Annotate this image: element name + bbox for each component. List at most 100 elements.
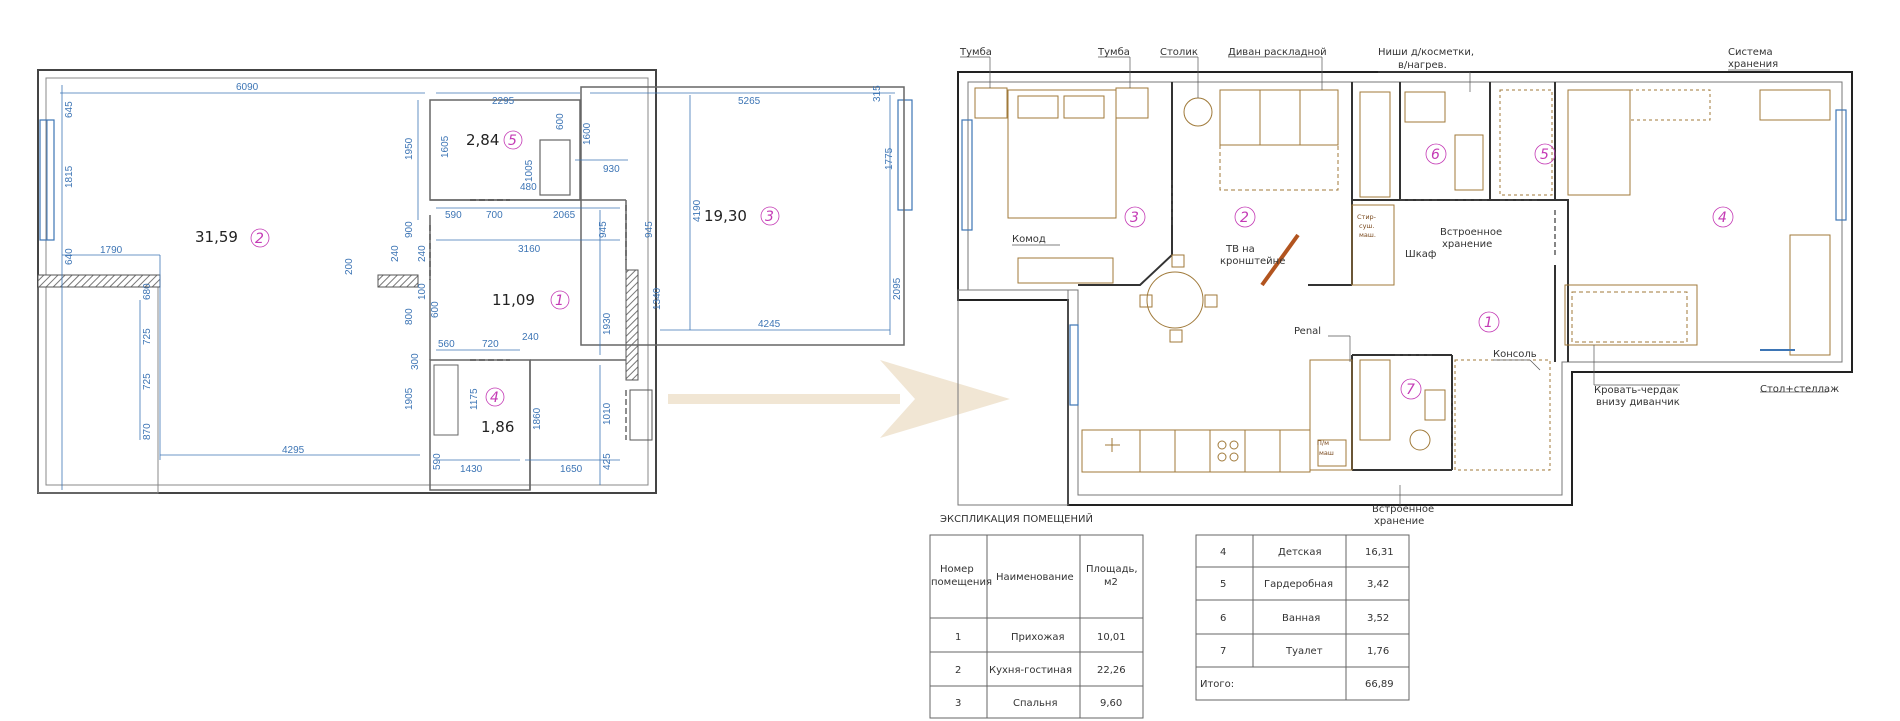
svg-text:Стир-: Стир- — [1357, 213, 1377, 221]
balcony — [957, 289, 1069, 506]
svg-text:Тумба: Тумба — [1097, 47, 1130, 58]
svg-text:945: 945 — [598, 221, 609, 238]
window-right — [897, 99, 913, 211]
dimension-lines — [60, 85, 895, 490]
svg-text:Детская: Детская — [1278, 547, 1321, 558]
svg-text:22,26: 22,26 — [1097, 665, 1126, 676]
before-plan: 6090 2295 5265 315 645 1815 1950 1605 60… — [37, 69, 913, 494]
door-openings — [1171, 180, 1556, 450]
svg-text:870: 870 — [142, 423, 153, 440]
svg-text:5265: 5265 — [738, 96, 761, 107]
svg-text:240: 240 — [390, 245, 401, 262]
total-value: 66,89 — [1365, 679, 1394, 690]
svg-text:1340: 1340 — [652, 287, 663, 310]
svg-text:930: 930 — [603, 164, 620, 175]
svg-text:945: 945 — [644, 221, 655, 238]
svg-text:1: 1 — [955, 632, 961, 643]
svg-text:3: 3 — [765, 209, 774, 225]
svg-text:6: 6 — [1431, 147, 1440, 163]
svg-text:3160: 3160 — [518, 244, 541, 255]
svg-text:1950: 1950 — [404, 137, 415, 160]
svg-text:1430: 1430 — [460, 464, 483, 475]
svg-text:Туалет: Туалет — [1285, 646, 1323, 657]
svg-text:маш: маш — [1319, 449, 1334, 457]
window — [1069, 324, 1079, 406]
svg-text:1815: 1815 — [64, 165, 75, 188]
svg-text:Ниши д/косметки,: Ниши д/косметки, — [1378, 47, 1474, 58]
svg-text:Тумба: Тумба — [959, 47, 992, 58]
svg-text:Стол+стеллаж: Стол+стеллаж — [1760, 384, 1839, 395]
svg-text:645: 645 — [64, 101, 75, 118]
window — [1835, 109, 1847, 221]
svg-text:Кровать-чердак: Кровать-чердак — [1594, 385, 1678, 396]
svg-text:4: 4 — [1718, 210, 1727, 226]
svg-text:1010: 1010 — [602, 402, 613, 425]
svg-text:ТВ на: ТВ на — [1225, 244, 1255, 255]
svg-text:590: 590 — [432, 453, 443, 470]
hatched-wall — [377, 274, 419, 288]
svg-text:6090: 6090 — [236, 82, 259, 93]
bedroom-furniture — [974, 87, 1149, 284]
bathroom-furniture — [1351, 91, 1484, 451]
kitchen-units — [1081, 359, 1353, 473]
svg-text:2: 2 — [955, 665, 961, 676]
svg-text:7: 7 — [1220, 646, 1226, 657]
svg-text:маш.: маш. — [1359, 231, 1376, 239]
svg-text:1005: 1005 — [524, 159, 535, 182]
svg-text:1650: 1650 — [560, 464, 583, 475]
svg-text:5: 5 — [1220, 579, 1226, 590]
svg-text:2: 2 — [1240, 210, 1249, 226]
svg-text:1175: 1175 — [469, 388, 480, 410]
svg-text:Встроенное: Встроенное — [1440, 227, 1502, 238]
svg-text:31,59: 31,59 — [195, 228, 238, 246]
svg-text:1905: 1905 — [404, 387, 415, 410]
svg-text:11,09: 11,09 — [492, 291, 535, 309]
explication: ЭКСПЛИКАЦИЯ ПОМЕЩЕНИЙ Номер помещения На… — [929, 512, 1410, 719]
after-callouts: Тумба Тумба Столик Диван раскладной Ниши… — [959, 47, 1839, 527]
svg-text:4: 4 — [1220, 547, 1226, 558]
svg-text:4245: 4245 — [758, 319, 781, 330]
explication-table-left — [929, 534, 1144, 719]
living-furniture — [1139, 89, 1339, 343]
svg-text:1600: 1600 — [582, 122, 593, 145]
svg-text:2295: 2295 — [492, 96, 515, 107]
svg-text:725: 725 — [142, 373, 153, 390]
svg-text:1775: 1775 — [884, 147, 895, 170]
interior-walls — [1078, 82, 1569, 471]
svg-text:1: 1 — [1484, 315, 1493, 331]
leader-lines — [960, 56, 1828, 505]
svg-text:16,31: 16,31 — [1365, 547, 1394, 558]
svg-text:Площадь,: Площадь, — [1086, 564, 1138, 575]
svg-text:1,86: 1,86 — [481, 418, 514, 436]
svg-text:1790: 1790 — [100, 245, 123, 256]
svg-text:Кухня-гостиная: Кухня-гостиная — [989, 665, 1072, 676]
svg-text:425: 425 — [602, 453, 613, 470]
svg-text:900: 900 — [404, 221, 415, 238]
svg-text:кронштейне: кронштейне — [1220, 256, 1285, 267]
svg-text:2,84: 2,84 — [466, 131, 499, 149]
svg-text:Встроенное: Встроенное — [1372, 504, 1434, 515]
svg-text:Наименование: Наименование — [996, 572, 1074, 583]
svg-text:1: 1 — [555, 293, 564, 309]
svg-text:Penal: Penal — [1294, 326, 1321, 337]
svg-text:5: 5 — [508, 133, 517, 149]
svg-text:Номер: Номер — [940, 564, 974, 575]
svg-text:10,01: 10,01 — [1097, 632, 1126, 643]
svg-text:м2: м2 — [1104, 577, 1118, 588]
after-room-numbers: 3 2 6 5 4 1 7 — [1124, 143, 1734, 400]
svg-text:Прихожая: Прихожая — [1011, 632, 1065, 643]
svg-text:1605: 1605 — [440, 135, 451, 158]
svg-text:2065: 2065 — [553, 210, 576, 221]
svg-text:в/нагрев.: в/нагрев. — [1398, 60, 1447, 71]
svg-text:Консоль: Консоль — [1493, 349, 1537, 360]
svg-text:Спальня: Спальня — [1013, 698, 1058, 709]
svg-text:3,42: 3,42 — [1367, 579, 1389, 590]
dimension-texts: 6090 2295 5265 315 645 1815 1950 1605 60… — [64, 82, 903, 475]
wall-niche — [629, 389, 653, 441]
storage-furniture — [1454, 89, 1831, 471]
svg-text:Система: Система — [1728, 47, 1773, 58]
svg-text:6: 6 — [1220, 613, 1226, 624]
svg-text:720: 720 — [482, 339, 499, 350]
explication-title: ЭКСПЛИКАЦИЯ ПОМЕЩЕНИЙ — [940, 512, 1093, 525]
svg-text:4: 4 — [490, 390, 499, 406]
